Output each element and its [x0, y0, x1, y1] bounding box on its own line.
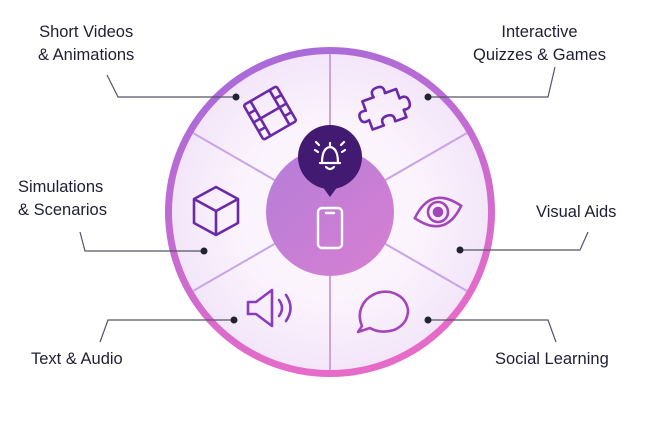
bell-icon [313, 140, 347, 171]
label-quizzes-games: Interactive Quizzes & Games [473, 23, 606, 64]
connector-dots [200, 93, 464, 324]
puzzle-piece-icon [358, 85, 412, 131]
smartphone-icon [316, 206, 344, 250]
speaker-icon [246, 288, 292, 328]
bell-badge [298, 125, 362, 197]
label-social-learning: Social Learning [495, 350, 609, 368]
label-short-videos: Short Videos & Animations [38, 23, 135, 64]
chat-bubble-icon [356, 290, 410, 334]
cube-icon [192, 185, 240, 237]
label-simulations: Simulations & Scenarios [18, 178, 107, 219]
label-visual-aids: Visual Aids [536, 203, 617, 221]
eye-icon [413, 196, 463, 228]
film-strip-icon [242, 85, 298, 141]
label-text-audio: Text & Audio [31, 350, 123, 368]
label-connectors [79, 66, 589, 343]
